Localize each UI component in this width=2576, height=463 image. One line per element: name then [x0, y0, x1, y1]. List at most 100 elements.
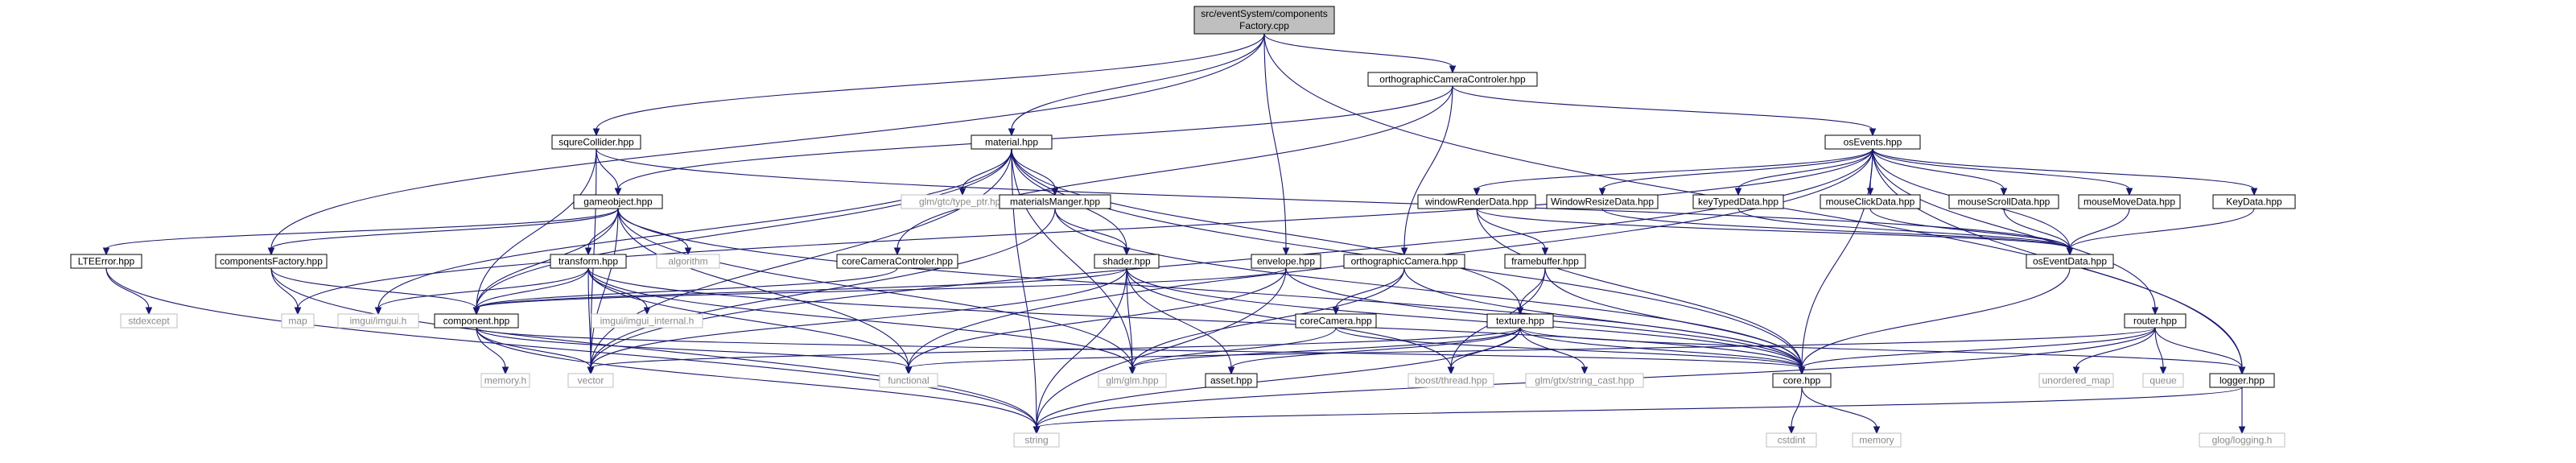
- node-box: [1692, 194, 1784, 209]
- edge-line: [1872, 148, 2130, 190]
- node-mcd[interactable]: mouseClickData.hpp: [1820, 194, 1921, 209]
- node-router[interactable]: router.hpp: [2124, 313, 2187, 329]
- node-gameobject[interactable]: gameobject.hpp: [573, 194, 663, 209]
- node-shader[interactable]: shader.hpp: [1094, 254, 1160, 269]
- node-ktd[interactable]: keyTypedData.hpp: [1692, 194, 1784, 209]
- node-box: [2212, 194, 2296, 209]
- edge-line: [105, 208, 619, 250]
- node-mmd[interactable]: mouseMoveData.hpp: [2078, 194, 2181, 209]
- node-label: framebuffer.hpp: [1511, 256, 1579, 267]
- node-label: functional: [888, 375, 929, 387]
- node-osevents[interactable]: osEvents.hpp: [1824, 134, 1921, 150]
- node-label: boost/thread.hpp: [1415, 375, 1487, 387]
- node-keyd[interactable]: KeyData.hpp: [2212, 194, 2296, 209]
- node-wrsd[interactable]: WindowResizeData.hpp: [1546, 194, 1659, 209]
- node-squre[interactable]: squreCollider.hpp: [551, 134, 641, 150]
- node-texture[interactable]: texture.hpp: [1486, 313, 1554, 329]
- edge-component-to-core: [476, 327, 1806, 375]
- edge-osevents-to-keyd: [1872, 148, 2258, 196]
- edge-line: [1131, 327, 1521, 369]
- node-ortho[interactable]: orthographicCameraControler.hpp: [1367, 72, 1538, 87]
- edge-line: [2154, 327, 2164, 369]
- edge-line: [297, 148, 1873, 309]
- node-logger[interactable]: logger.hpp: [2209, 373, 2275, 388]
- node-label: unordered_map: [2042, 375, 2111, 387]
- node-label: windowRenderData.hpp: [1424, 196, 1528, 208]
- node-imguiint: imgui/imgui_internal.h: [591, 313, 703, 329]
- node-box: [281, 313, 315, 329]
- node-strcast: glm/gtx/string_cast.hpp: [1525, 373, 1644, 388]
- node-box: [1094, 254, 1160, 269]
- node-label: mouseMoveData.hpp: [2083, 196, 2175, 208]
- node-box: [1820, 194, 1921, 209]
- node-box: [70, 254, 142, 269]
- node-functional: functional: [879, 373, 938, 388]
- node-label: componentsFactory.hpp: [220, 256, 323, 267]
- edge-line: [270, 208, 619, 250]
- edge-line: [1544, 267, 1803, 369]
- node-envelope[interactable]: envelope.hpp: [1251, 254, 1321, 269]
- node-corecamera[interactable]: coreCamera.hpp: [1295, 313, 1377, 329]
- node-memoryh: memory.h: [480, 373, 530, 388]
- edge-root-to-material: [1008, 33, 1265, 137]
- edge-line: [1054, 208, 1127, 250]
- edge-ortho-to-osevents: [1452, 85, 1877, 137]
- edge-line: [590, 208, 619, 369]
- node-label: mouseScrollData.hpp: [1958, 196, 2050, 208]
- node-label: vector: [578, 375, 604, 387]
- edge-texture-to-asset: [1227, 327, 1521, 375]
- edge-osevents-to-ktd: [1734, 148, 1873, 196]
- edge-arrowhead: [1400, 247, 1408, 256]
- edge-osevents-to-wrsd: [1598, 148, 1873, 196]
- node-lte[interactable]: LTEError.hpp: [70, 254, 142, 269]
- node-label: LTEError.hpp: [78, 256, 135, 267]
- edge-line: [1869, 208, 2071, 250]
- edge-material-to-texture: [1011, 148, 1524, 316]
- node-transform[interactable]: transform.hpp: [550, 254, 627, 269]
- edge-ortho-to-orthocam: [1400, 85, 1453, 256]
- node-box: [1546, 194, 1659, 209]
- edge-transform-to-imgui: [374, 267, 589, 316]
- node-box: [2078, 194, 2181, 209]
- edge-line: [476, 208, 619, 309]
- node-oseventdata[interactable]: osEventData.hpp: [2026, 254, 2114, 269]
- node-box: [1852, 432, 1902, 448]
- node-box: [1824, 134, 1921, 150]
- edge-line: [476, 267, 1287, 309]
- edge-arrowhead: [684, 247, 692, 256]
- node-algorithm: algorithm: [656, 254, 720, 269]
- edge-line: [1036, 387, 2243, 428]
- node-core[interactable]: core.hpp: [1772, 373, 1832, 388]
- edge-line: [1335, 327, 1803, 369]
- node-msd[interactable]: mouseScrollData.hpp: [1948, 194, 2059, 209]
- node-component[interactable]: component.hpp: [434, 313, 519, 329]
- edge-line: [587, 267, 591, 369]
- edge-arrowhead: [1123, 247, 1131, 256]
- node-orthocam[interactable]: orthographicCamera.hpp: [1343, 254, 1465, 269]
- node-framebuffer[interactable]: framebuffer.hpp: [1504, 254, 1586, 269]
- edge-osevents-to-router: [1872, 148, 2159, 316]
- edge-oseventdata-to-core: [1798, 267, 2071, 375]
- node-corecamctl[interactable]: coreCameraControler.hpp: [836, 254, 958, 269]
- edge-arrowhead: [614, 188, 622, 196]
- node-material[interactable]: material.hpp: [971, 134, 1053, 150]
- edge-line: [1131, 267, 1405, 369]
- node-root[interactable]: src/eventSystem/componentsFactory.cpp: [1193, 6, 1335, 35]
- edge-core-to-cstdint: [1787, 387, 1803, 435]
- node-box: [999, 194, 1111, 209]
- node-asset[interactable]: asset.hpp: [1205, 373, 1258, 388]
- node-matmgr[interactable]: materialsManger.hpp: [999, 194, 1111, 209]
- node-label: algorithm: [668, 256, 707, 267]
- node-wrd[interactable]: windowRenderData.hpp: [1417, 194, 1536, 209]
- edge-line: [2075, 327, 2156, 369]
- edge-osevents-to-mmd: [1872, 148, 2133, 196]
- node-box: [550, 254, 627, 269]
- edge-arrowhead: [2000, 188, 2008, 196]
- node-glm: glm/glm.hpp: [1098, 373, 1167, 388]
- edge-logger-to-string: [1032, 387, 2243, 435]
- edge-line: [1403, 267, 1803, 369]
- edge-shader-to-core: [1126, 267, 1806, 375]
- edge-component-to-functional: [476, 327, 913, 375]
- node-compfac[interactable]: componentsFactory.hpp: [215, 254, 328, 269]
